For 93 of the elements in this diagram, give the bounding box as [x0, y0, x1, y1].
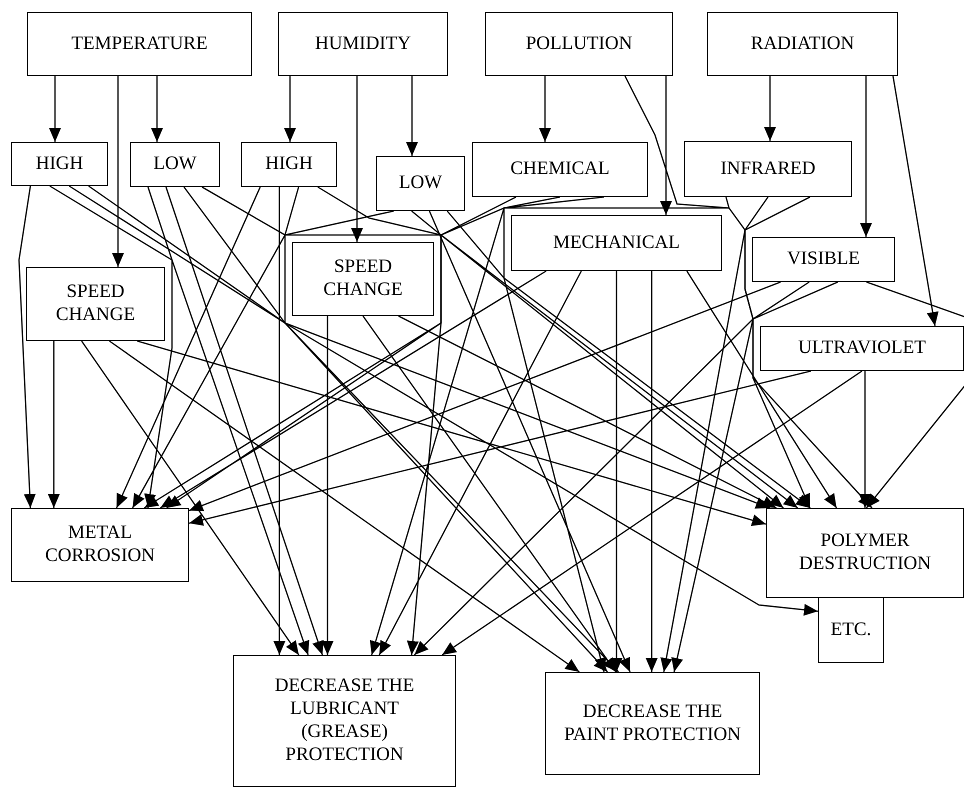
arrow [362, 316, 616, 672]
node-label: CHEMICAL [510, 158, 610, 181]
arrow [183, 186, 608, 672]
arrow [428, 210, 631, 672]
node-label: LOW [398, 172, 442, 195]
node-label: HUMIDITY [314, 32, 412, 56]
arrow [442, 370, 862, 656]
arrow [88, 185, 770, 509]
factor-box [278, 12, 448, 76]
arrow [859, 371, 871, 508]
arrow [137, 340, 766, 526]
arrow [112, 76, 124, 267]
factor-box [11, 142, 108, 186]
arrow [414, 281, 810, 656]
factor-box [766, 508, 964, 598]
arrow [273, 187, 286, 655]
node-label: LOW [153, 153, 197, 176]
arrow [49, 185, 310, 656]
arrow [165, 186, 324, 656]
factor-box [26, 267, 165, 341]
arrow [351, 76, 363, 242]
factor-box [11, 508, 189, 582]
factor-box [485, 12, 673, 76]
node-label: TEMPERATURE [71, 32, 208, 56]
node-label: SPEED CHANGE [54, 281, 136, 327]
node-label: INFRARED [720, 158, 816, 180]
node-label: RADIATION [750, 32, 854, 56]
node-label: POLLUTION [526, 32, 632, 56]
arrow [317, 186, 798, 509]
factor-box [545, 672, 760, 775]
arrow [866, 281, 964, 508]
arrow [671, 281, 838, 672]
arrow [378, 270, 582, 656]
node-label: ULTRAVIOLET [798, 337, 926, 360]
factor-box [233, 655, 456, 787]
node-label: POLYMER DESTRUCTION [798, 530, 932, 576]
factor-box [818, 597, 884, 663]
factor-box [130, 142, 220, 187]
node-label: SPEED CHANGE [322, 256, 404, 302]
node-label: HIGH [36, 152, 84, 176]
arrow [160, 270, 546, 509]
arrow [202, 186, 784, 508]
node-label: VISIBLE [787, 248, 860, 271]
node-label: METAL CORROSION [44, 522, 156, 568]
arrow [406, 210, 442, 656]
arrow [109, 340, 580, 673]
arrow [284, 76, 296, 142]
arrow [646, 271, 658, 672]
arrow [660, 196, 769, 672]
factor-box [707, 12, 898, 76]
arrow [49, 76, 61, 142]
arrow [284, 186, 619, 672]
factor-box [27, 12, 252, 76]
arrow [686, 270, 838, 508]
arrow [660, 76, 672, 215]
factor-box [241, 142, 337, 187]
node-label: ETC. [830, 618, 872, 642]
arrow [68, 185, 818, 616]
arrow [764, 76, 776, 141]
node-label: HIGH [265, 153, 313, 176]
factor-box [472, 142, 648, 197]
arrow [322, 316, 334, 655]
arrow [624, 76, 872, 508]
factor-box [752, 237, 895, 282]
arrow [610, 271, 622, 672]
arrow [18, 186, 36, 508]
arrow [503, 196, 606, 672]
arrow [539, 76, 551, 142]
factor-box [511, 215, 722, 271]
factor-box [684, 141, 852, 197]
arrow [116, 186, 261, 508]
factor-box [292, 242, 434, 316]
arrow [151, 76, 163, 142]
arrow [166, 196, 730, 509]
arrow [398, 315, 777, 509]
arrow [48, 341, 60, 508]
arrow [188, 370, 812, 526]
arrow [446, 210, 810, 509]
arrow [188, 281, 781, 512]
arrow [860, 76, 872, 237]
factor-box [760, 326, 964, 371]
arrow [144, 196, 516, 509]
arrow [370, 196, 560, 656]
arrow [744, 196, 811, 508]
arrow [132, 210, 394, 508]
arrow [406, 76, 418, 156]
arrow [81, 340, 300, 656]
arrow [144, 186, 173, 508]
factor-box [376, 156, 465, 211]
node-label: MECHANICAL [553, 232, 680, 254]
node-label: DECREASE THE LUBRICANT (GREASE) PROTECTION [274, 675, 416, 767]
node-label: DECREASE THE PAINT PROTECTION [563, 700, 742, 746]
arrow [892, 76, 939, 326]
